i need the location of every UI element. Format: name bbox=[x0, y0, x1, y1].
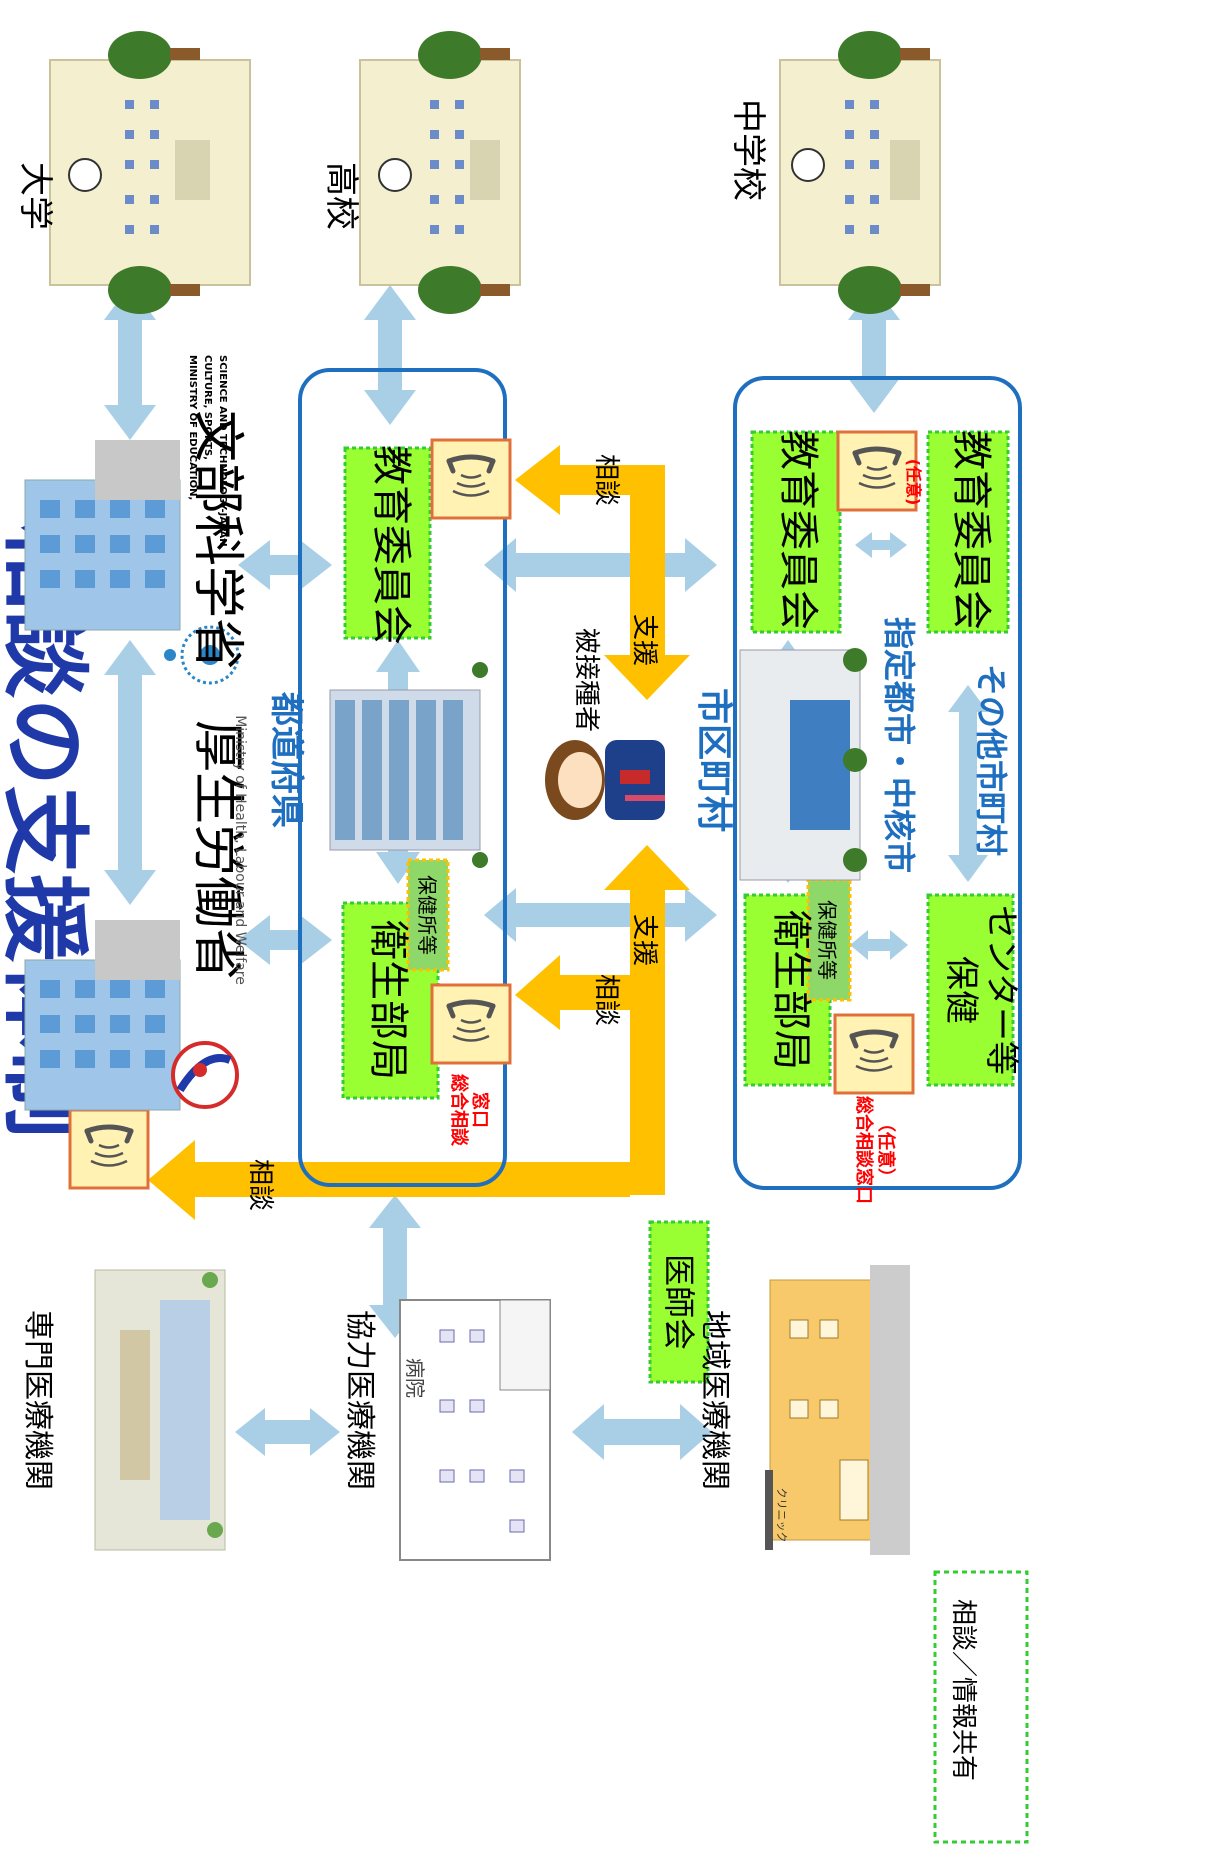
arrow-mhlw-mext bbox=[104, 640, 156, 905]
phone-icon-pref-board bbox=[432, 440, 510, 518]
regional-medical-label: 地域医療機関 bbox=[697, 1310, 732, 1490]
phone-icon-pref-health bbox=[432, 985, 510, 1063]
arrow-pref-hospital bbox=[369, 1195, 421, 1338]
muni-healthcenter-label: 保健所等 bbox=[815, 900, 839, 980]
green-boxes bbox=[341, 430, 1029, 1844]
mext-english-3: SCIENCE AND TECHNOLOGY-JAPAN bbox=[217, 355, 228, 547]
mext-english-1: MINISTRY OF EDUCATION, bbox=[187, 355, 198, 500]
pref-general-consult-2: 窓口 bbox=[469, 1092, 491, 1128]
mext-building-icon bbox=[24, 440, 181, 631]
muni-optional-label: (任意) bbox=[904, 459, 923, 506]
arrow-support-mid bbox=[604, 845, 690, 1195]
vaccinee-person-icon bbox=[545, 740, 665, 820]
vaccinee-label: 被接種者 bbox=[571, 628, 601, 732]
consult-support-arrows bbox=[148, 445, 690, 1220]
flow-consult-left: 相談 bbox=[245, 1159, 275, 1211]
pref-board-label: 教育委員会 bbox=[368, 445, 414, 645]
flow-support-mid: 支援 bbox=[629, 914, 659, 966]
phone-icon-muni-health bbox=[835, 1015, 913, 1093]
cooperating-medical-label: 協力医療機関 bbox=[342, 1310, 377, 1490]
flow-support-top: 支援 bbox=[629, 614, 659, 666]
arrow-pref-muni-bottom bbox=[484, 888, 717, 942]
arrow-muni-healthcenters bbox=[850, 930, 908, 960]
arrow-consult-mid bbox=[515, 955, 630, 1030]
arrow-consult-top bbox=[515, 445, 665, 600]
hospital-sign: 病院 bbox=[403, 1358, 427, 1398]
mext-english-2: CULTURE, SPORTS, bbox=[202, 355, 213, 460]
medical-assoc-label: 医師会 bbox=[660, 1254, 698, 1350]
regional-clinic-icon bbox=[765, 1265, 910, 1555]
legend-box bbox=[933, 1570, 1029, 1844]
pref-healthcenter-box bbox=[406, 858, 450, 972]
designated-cities-label: 指定都市・中核市 bbox=[880, 617, 918, 873]
arrow-juniorhigh bbox=[848, 285, 900, 413]
muni-general-consult-2: （任意） bbox=[875, 1114, 897, 1186]
specialized-medical-label: 専門医療機関 bbox=[20, 1310, 55, 1490]
specialized-hospital-icon bbox=[94, 1269, 226, 1551]
muni-healthcenter-other-1: 保健 bbox=[941, 956, 981, 1024]
muni-general-consult-1: 総合相談窓口 bbox=[853, 1096, 875, 1204]
label-university: 大学 bbox=[15, 162, 55, 230]
pref-board-box bbox=[343, 446, 432, 640]
pref-health-label: 衛生部局 bbox=[365, 920, 411, 1080]
medical-assoc-box bbox=[648, 1220, 710, 1384]
juniorhigh-building-icon bbox=[779, 31, 941, 314]
muni-healthcenter-box bbox=[806, 878, 852, 1002]
mhlw-english: Ministry of Health, Labour and Welfare bbox=[232, 715, 248, 985]
label-junior-high: 中学校 bbox=[728, 99, 768, 201]
mhlw-logo-icon bbox=[171, 1041, 239, 1109]
muni-board-designated-box bbox=[750, 430, 842, 634]
prefecture-label: 都道府県 bbox=[266, 691, 306, 828]
prefecture-office-building-icon bbox=[329, 662, 488, 868]
mext-logo-icon bbox=[164, 625, 240, 685]
muni-board-other-box bbox=[926, 430, 1010, 634]
pref-healthcenter-label: 保健所等 bbox=[415, 875, 439, 955]
arrow-mext-pref bbox=[238, 540, 332, 590]
university-building-icon bbox=[49, 31, 251, 314]
city-hall-building-icon bbox=[739, 648, 867, 881]
arrow-highschool bbox=[364, 285, 416, 425]
municipality-frame bbox=[733, 376, 1022, 1190]
muni-board-other-label: 教育委員会 bbox=[948, 430, 994, 630]
arrow-support-top bbox=[604, 600, 690, 700]
arrow-specialized-cooperating bbox=[235, 1408, 340, 1456]
other-cities-label: その他市町村 bbox=[972, 664, 1010, 856]
mext-name: 文部科学省 bbox=[187, 410, 247, 670]
arrow-consult-left bbox=[148, 1140, 630, 1220]
arrow-muni-boards bbox=[855, 532, 907, 558]
cooperating-hospital-icon bbox=[399, 1299, 551, 1561]
phone-icon-mhlw bbox=[70, 1110, 148, 1188]
highschool-building-icon bbox=[359, 31, 521, 314]
legend-label: 相談／情報共有 bbox=[948, 1599, 978, 1781]
flow-consult-mid: 相談 bbox=[591, 974, 621, 1026]
pref-general-consult-1: 総合相談 bbox=[448, 1074, 470, 1147]
arrow-mhlw-pref bbox=[238, 915, 332, 965]
muni-board-designated-label: 教育委員会 bbox=[775, 430, 821, 630]
muni-health-label: 衛生部局 bbox=[768, 910, 814, 1070]
prefecture-frame bbox=[298, 368, 507, 1187]
arrow-muni-other bbox=[948, 685, 988, 882]
muni-healthcenter-other-box bbox=[926, 893, 1015, 1087]
arrow-university bbox=[104, 285, 156, 440]
arrow-pref-muni-top bbox=[484, 538, 717, 592]
clinic-sign: クリニック bbox=[775, 1488, 788, 1543]
municipality-label: 市区町村 bbox=[693, 688, 734, 832]
muni-healthcenter-other-2: センター等 bbox=[981, 905, 1021, 1075]
label-high-school: 高校 bbox=[321, 162, 361, 230]
arrow-cooperating-regional bbox=[572, 1404, 712, 1460]
mhlw-name: 厚生労働省 bbox=[187, 720, 247, 980]
flow-consult-top: 相談 bbox=[591, 454, 621, 506]
mhlw-building-icon bbox=[24, 920, 181, 1111]
